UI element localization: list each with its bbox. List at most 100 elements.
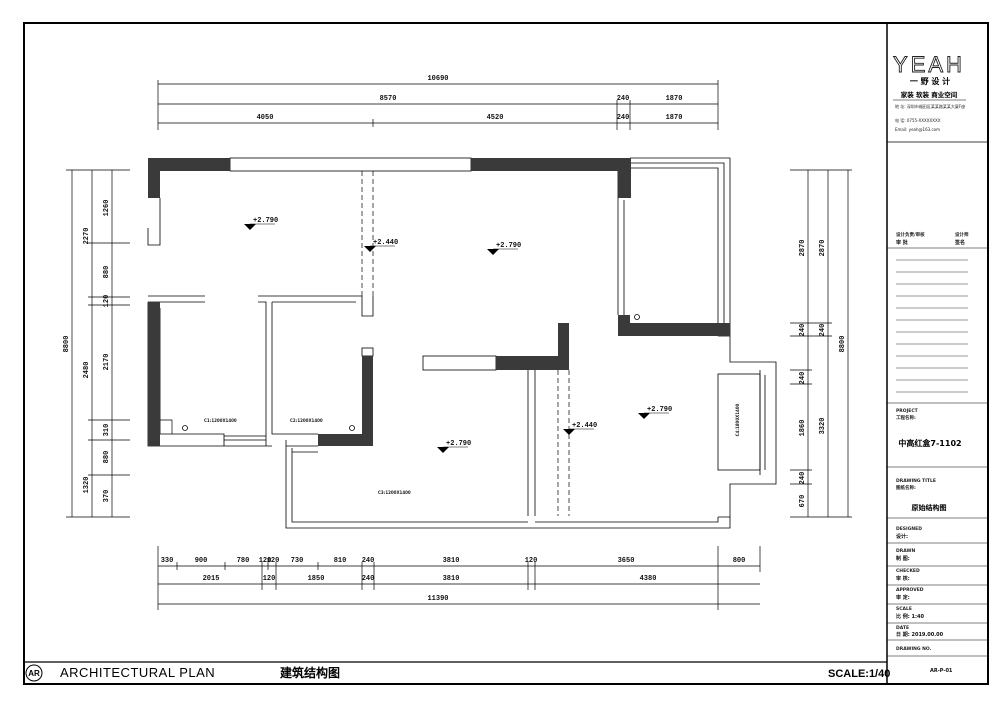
dim-bottom-row2: 1850 <box>308 575 325 583</box>
level-marker: +2.790 <box>244 217 278 230</box>
dim-top-row2: 240 <box>617 95 630 103</box>
dim-right-mid: 2870 <box>819 240 827 257</box>
dim-bottom-row1: 120 <box>267 557 280 565</box>
dim-bottom-row1: 120 <box>259 557 272 565</box>
dim-left-inner: 1260 <box>103 200 111 217</box>
logo-text: YEAH <box>893 52 965 77</box>
dim-bottom-total: 11390 <box>427 595 448 603</box>
drain-icon <box>349 425 355 431</box>
dim-left-inner: 310 <box>103 424 111 437</box>
footer-title-en: ARCHITECTURAL PLAN <box>60 665 215 680</box>
dim-left-mid: 1320 <box>83 477 91 494</box>
company-address: 地 址: 深圳市福田区某某路某某大厦F座 <box>895 103 965 109</box>
sheet-border <box>23 22 989 685</box>
tb-row-label: SCALE <box>896 606 912 612</box>
dim-right-inner: 1860 <box>799 420 807 437</box>
dim-bottom-row1: 900 <box>195 557 208 565</box>
drawing-name: 原始结构图 <box>912 503 947 512</box>
project-name: 中高红盒7-1102 <box>898 438 961 448</box>
level-text: +2.790 <box>446 440 471 448</box>
level-markers: +2.790 +2.440 +2.790 +2.790 +2.440 <box>244 217 672 453</box>
company-email: Email: yeah@163.com <box>895 127 940 132</box>
ar-badge-text: AR <box>28 669 40 678</box>
level-marker: +2.790 <box>437 440 471 453</box>
toilet-corner-icon <box>160 419 173 434</box>
tb-detail-rows: DESIGNED 设计: DRAWN 制 图: CHECKED 审 核: APP… <box>887 526 988 674</box>
level-marker: +2.790 <box>487 242 521 255</box>
dim-left-inner: 370 <box>103 490 111 503</box>
tb-row-value: 审 核: <box>896 575 910 582</box>
reviewer-value: 审 批 <box>896 239 908 246</box>
drain-icon <box>182 425 188 431</box>
dim-top-row2: 1870 <box>666 95 683 103</box>
bearing-walls <box>148 158 730 446</box>
dim-top-total: 10690 <box>427 75 448 83</box>
reviewer-right-value: 签名 <box>954 239 965 246</box>
tb-row-value: 设计: <box>896 533 908 540</box>
dim-bottom-row2: 2015 <box>203 575 220 583</box>
dim-left-inner: 120 <box>103 295 111 308</box>
window-label: C1:1200X1400 <box>204 418 237 423</box>
reviewer-right-label: 设计师 <box>955 231 969 238</box>
dim-bottom-row1: 3810 <box>443 557 460 565</box>
dim-bottom-row1: 3650 <box>618 557 635 565</box>
tb-row-value: 审 定: <box>896 594 910 601</box>
logo-sub: 一 野 设 计 <box>910 76 950 86</box>
window-label: C4:1800X1400 <box>735 403 740 436</box>
window-label: C3:1200X1400 <box>378 490 411 495</box>
dim-bottom-row1: 120 <box>525 557 538 565</box>
plan-outline <box>147 157 777 529</box>
level-marker: +2.440 <box>364 239 398 252</box>
dim-top-row2: 8570 <box>380 95 397 103</box>
dim-bottom-row1: 240 <box>362 557 375 565</box>
dim-top-row3: 1870 <box>666 114 683 122</box>
dim-bottom-row2: 240 <box>362 575 375 583</box>
drawing-label-cn: 图纸名称: <box>896 484 916 491</box>
dim-bottom-row1: 800 <box>733 557 746 565</box>
beam-lines <box>361 171 570 516</box>
dimension-lines <box>66 80 852 610</box>
dim-bottom-row2: 4380 <box>640 575 657 583</box>
project-label: PROJECT <box>896 408 919 414</box>
dim-top-row3: 4050 <box>257 114 274 122</box>
dim-left-outer: 8800 <box>63 336 71 353</box>
footer-title-cn: 建筑结构图 <box>279 665 340 680</box>
dim-left-mid: 2270 <box>83 228 91 245</box>
dim-top-row3: 240 <box>617 114 630 122</box>
tb-row-label: DESIGNED <box>896 526 922 532</box>
dim-right-mid: 3320 <box>819 418 827 435</box>
tb-row-label: CHECKED <box>896 568 920 574</box>
company-phone: 电 话: 0755-XXXXXXXX <box>895 117 941 123</box>
tb-ruled-lines <box>896 259 968 393</box>
tb-row-value: 比 例: 1:40 <box>896 613 924 620</box>
footer-scale: SCALE:1/40 <box>828 668 890 680</box>
tb-row-value: 制 图: <box>896 555 910 562</box>
dim-bottom-row1: 780 <box>237 557 250 565</box>
ar-badge <box>25 664 43 682</box>
level-marker: +2.790 <box>638 406 672 419</box>
dim-top-row3: 4520 <box>487 114 504 122</box>
dim-left-inner: 2170 <box>103 354 111 371</box>
dim-bottom-row1: 730 <box>291 557 304 565</box>
logo-slogan: 家装 软装 商业空间 <box>901 90 958 99</box>
drawing-label: DRAWING TITLE <box>896 478 936 484</box>
reviewer-label: 设计负责/审核 <box>896 231 925 238</box>
level-text: +2.790 <box>253 217 278 225</box>
floor-plan: +2.790 +2.440 +2.790 +2.790 +2.440 <box>147 157 777 529</box>
dim-left-mid: 2480 <box>83 362 91 379</box>
dim-right-inner: 670 <box>799 495 807 508</box>
dim-left-inner: 880 <box>103 451 111 464</box>
tb-row-label: DRAWING NO. <box>896 646 932 652</box>
project-label-cn: 工程名称: <box>896 414 916 421</box>
level-text: +2.440 <box>373 239 398 247</box>
drain-icon <box>634 314 640 320</box>
dim-right-inner: 240 <box>799 372 807 385</box>
dim-left-inner: 880 <box>103 266 111 279</box>
dim-right-mid: 240 <box>819 324 827 337</box>
tb-row-label: DRAWN <box>896 548 915 554</box>
footer: AR ARCHITECTURAL PLAN 建筑结构图 SCALE:1/40 <box>25 664 890 682</box>
tb-row-label: DATE <box>896 625 909 631</box>
dim-right-inner: 2870 <box>799 240 807 257</box>
dim-bottom-row2: 120 <box>263 575 276 583</box>
